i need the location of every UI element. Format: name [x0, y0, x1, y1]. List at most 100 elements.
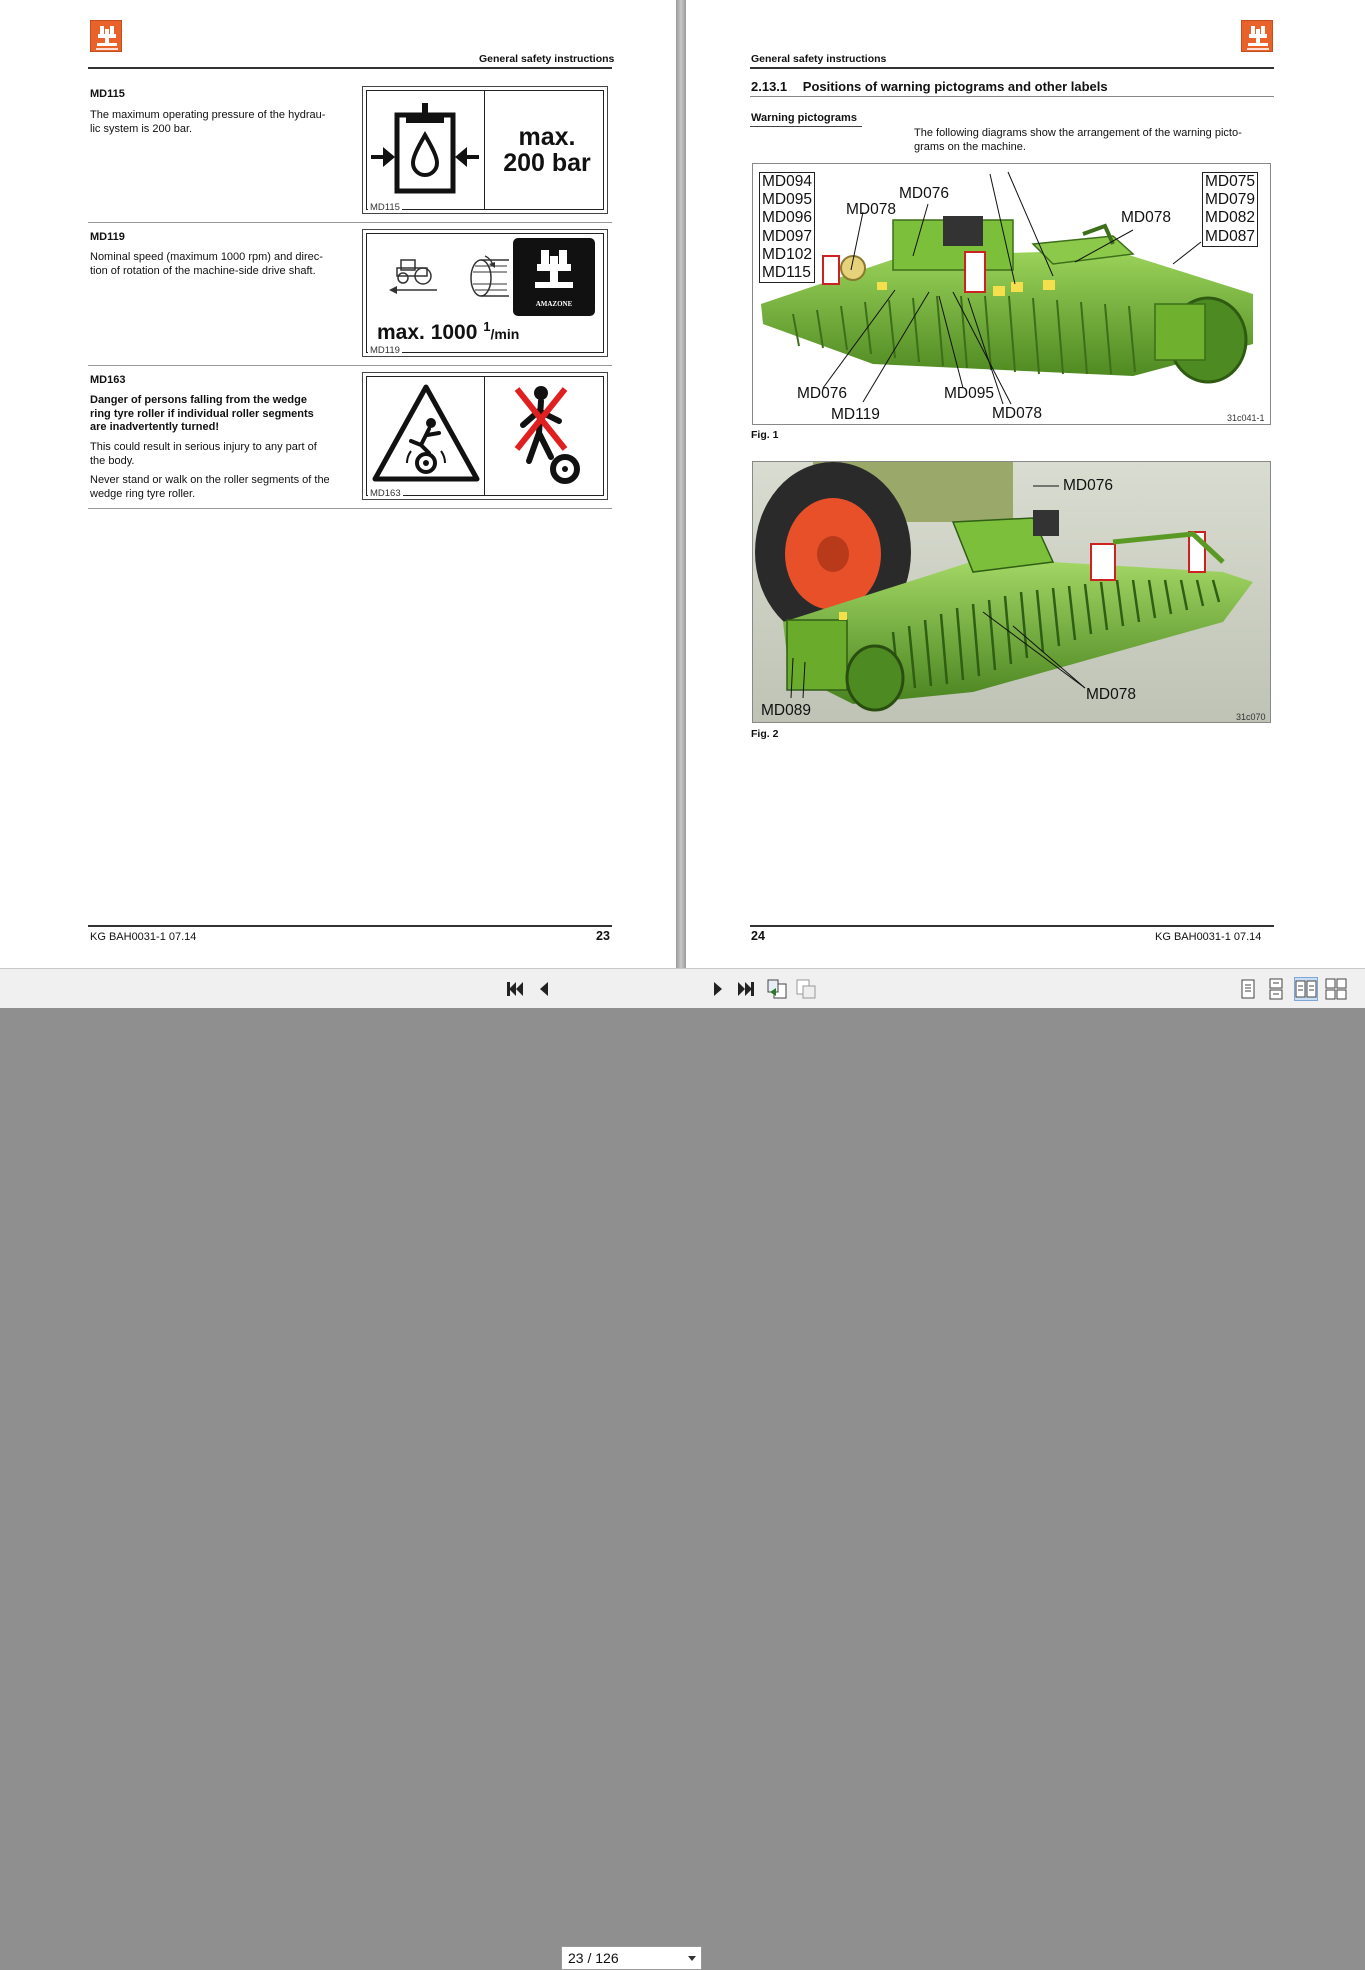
entry-separator	[88, 222, 612, 223]
figure-1: MD094 MD095 MD096 MD097 MD102 MD115 MD07…	[752, 163, 1271, 425]
footer-doc-id: KG BAH0031-1 07.14	[90, 931, 197, 943]
box-label: MD102	[762, 245, 812, 263]
entry-text: This could result in serious injury to a…	[90, 441, 317, 467]
box-label: MD097	[762, 227, 812, 245]
page-24: General safety instructions 2.13.1 Posit…	[686, 0, 1365, 968]
entry-warning: Danger of persons falling from the wedge…	[90, 394, 314, 433]
first-page-button[interactable]	[503, 977, 527, 1001]
box-label: MD094	[762, 173, 812, 190]
page-header: General safety instructions	[479, 53, 615, 65]
amazone-logo	[90, 20, 122, 52]
pict-code-label: MD119	[368, 345, 402, 356]
facing-pages-icon	[1295, 980, 1317, 998]
pict-code-label: MD163	[368, 488, 403, 499]
section-rule	[750, 96, 1274, 97]
last-page-icon	[738, 982, 754, 996]
viewer-toolbar: 23 / 126	[0, 968, 1365, 1970]
document-viewer[interactable]: General safety instructions MD115 The ma…	[0, 0, 1365, 968]
label-box-right: MD075 MD079 MD082 MD087	[1202, 172, 1258, 247]
section-title: Positions of warning pictograms and othe…	[802, 79, 1108, 94]
pictogram-md163: MD163	[362, 372, 608, 500]
entry-code: MD163	[90, 374, 126, 386]
pictogram-md115: max. 200 bar MD115	[362, 86, 608, 214]
entry-text: Never stand or walk on the roller segmen…	[90, 474, 330, 500]
brand-name: AMAZONE	[535, 300, 573, 308]
subheading-rule	[750, 126, 862, 127]
pictogram-md119: AMAZONE max. 1000 1/min MD119	[362, 229, 608, 357]
continuous-page-icon	[1269, 978, 1283, 1000]
box-label: MD095	[762, 191, 812, 209]
page-indicator: 23 / 126	[568, 1950, 619, 1966]
entry-code: MD119	[90, 231, 125, 243]
callout-label: MD076	[797, 385, 847, 402]
figure-2: MD076 MD078 MD089 31c070	[752, 461, 1271, 723]
amazone-brand-badge: AMAZONE	[513, 238, 595, 316]
page-gutter	[676, 0, 686, 968]
last-page-button[interactable]	[734, 977, 758, 1001]
speed-unit-num: 1	[483, 319, 491, 334]
header-rule	[750, 67, 1274, 69]
footer-rule	[750, 925, 1274, 927]
page-number: 24	[751, 929, 765, 943]
next-page-button[interactable]	[706, 977, 730, 1001]
page-number: 23	[596, 929, 610, 943]
box-label: MD075	[1205, 173, 1255, 190]
box-label: MD087	[1205, 227, 1255, 245]
label-box-left: MD094 MD095 MD096 MD097 MD102 MD115	[759, 172, 815, 284]
previous-view-button[interactable]	[765, 977, 789, 1001]
pict-text-max: max.	[518, 123, 576, 151]
figure-caption: Fig. 1	[751, 429, 779, 441]
page-number-input[interactable]: 23 / 126	[561, 1946, 702, 1970]
pict-code-label: MD115	[368, 202, 402, 213]
callout-label: MD078	[846, 201, 896, 218]
box-label: MD115	[762, 264, 811, 282]
amazone-logo	[1241, 20, 1273, 52]
chevron-down-icon[interactable]	[688, 1956, 696, 1961]
footer-rule	[88, 925, 612, 927]
speed-unit-den: /min	[490, 326, 520, 342]
header-rule	[88, 67, 612, 69]
callout-label: MD076	[1063, 477, 1113, 494]
entry-separator	[88, 508, 612, 509]
callout-label: MD078	[992, 405, 1042, 422]
next-view-icon	[796, 979, 816, 999]
callout-label: MD078	[1086, 686, 1136, 703]
entry-code: MD115	[90, 88, 125, 100]
photo-id: 31c041-1	[1227, 413, 1265, 423]
continuous-view-button[interactable]	[1264, 977, 1288, 1001]
next-view-button[interactable]	[794, 977, 818, 1001]
previous-page-icon	[540, 982, 548, 996]
drive-shaft-rotation-icon	[470, 255, 509, 297]
entry-separator	[88, 365, 612, 366]
subheading: Warning pictograms	[751, 112, 857, 124]
page-header: General safety instructions	[751, 53, 887, 65]
previous-page-button[interactable]	[532, 977, 556, 1001]
figure-caption: Fig. 2	[751, 728, 779, 740]
pict-text-speed: max. 1000 1/min	[377, 320, 519, 343]
machine-photo-1	[761, 171, 1253, 405]
photo-id: 31c070	[1236, 712, 1266, 722]
single-page-view-button[interactable]	[1236, 977, 1260, 1001]
facing-view-button[interactable]	[1294, 977, 1318, 1001]
callout-label: MD095	[944, 385, 994, 402]
continuous-facing-view-button[interactable]	[1324, 977, 1348, 1001]
continuous-facing-icon	[1325, 978, 1347, 1000]
pict-text-pressure: 200 bar	[503, 149, 591, 177]
entry-text: The maximum operating pressure of the hy…	[90, 109, 326, 135]
first-page-icon	[507, 982, 523, 996]
tractor-arrow-icon	[389, 259, 437, 294]
footer-doc-id: KG BAH0031-1 07.14	[1155, 931, 1262, 943]
callout-label: MD089	[761, 702, 811, 719]
hydraulic-pressure-icon	[371, 103, 479, 194]
falling-person-warning-icon	[372, 384, 480, 482]
intro-text: The following diagrams show the arrangem…	[914, 127, 1242, 153]
page-23: General safety instructions MD115 The ma…	[0, 0, 676, 968]
box-label: MD079	[1205, 191, 1255, 209]
speed-value: max. 1000	[377, 321, 478, 344]
box-label: MD096	[762, 209, 812, 227]
entry-text: Nominal speed (maximum 1000 rpm) and dir…	[90, 251, 323, 277]
box-label: MD082	[1205, 209, 1255, 227]
machine-photo-2	[753, 462, 1270, 722]
callout-label: MD076	[899, 185, 949, 202]
next-page-icon	[714, 982, 722, 996]
